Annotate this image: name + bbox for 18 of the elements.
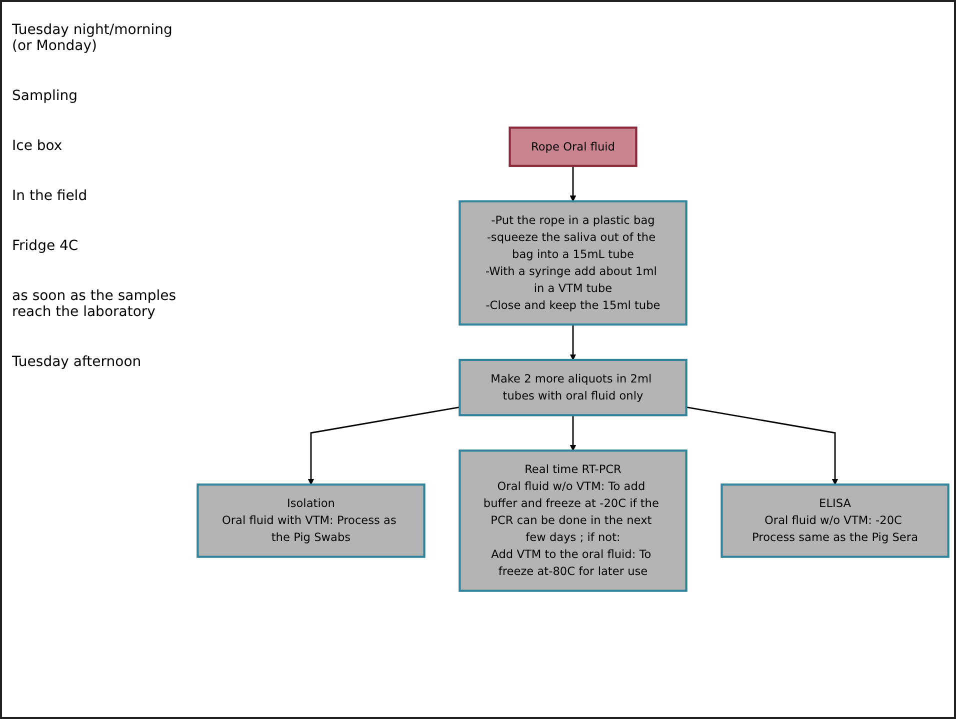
arrow [308,406,460,486]
node-box: ELISA Oral fluid w/o VTM: -20C Process same as the Pig Sera [720,484,950,558]
side-note: Fridge 4C [12,238,80,254]
arrow [570,324,576,360]
side-note: Tuesday afternoon [12,354,142,370]
side-note: In the field [12,188,88,204]
arrow [686,406,838,486]
node-box: Rope Oral fluid [508,126,638,168]
side-note: Ice box [12,138,64,154]
side-note: Tuesday night/morning (or Monday) [12,22,174,54]
side-note: as soon as the samples reach the laboratory [12,288,178,320]
arrow [570,415,576,452]
node-box: Real time RT-PCR Oral fluid w/o VTM: To add buffer and freeze at -20C if the PCR can be done in the next few days ; if not: Add VTM to the oral fluid: To freeze at-80C for later use [458,450,688,592]
node-box: Make 2 more aliquots in 2ml tubes with oral fluid only [458,359,688,416]
side-note: Sampling [12,88,79,104]
node-box: -Put the rope in a plastic bag -squeeze the saliva out of the bag into a 15mL tube -With a syringe add about 1ml in a VTM tube -Close and keep the 15ml tube [458,200,688,326]
node-box: Isolation Oral fluid with VTM: Process as the Pig Swabs [196,484,426,558]
arrow [570,166,576,202]
